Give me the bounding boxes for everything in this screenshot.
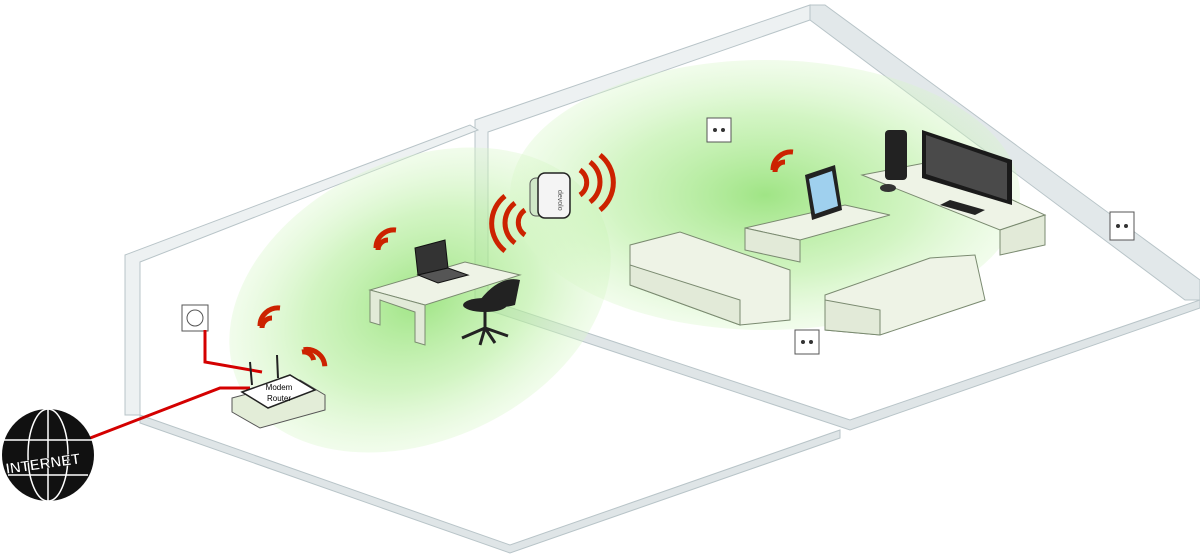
repeater-brand: devolo [556,190,563,211]
power-cable [203,330,263,374]
laptop-icon [414,239,470,284]
router-label: Modem [266,383,293,392]
sofa-icon [629,231,791,326]
internet-cable [84,386,250,442]
router-icon: Modem Router [231,354,326,429]
power-socket-icon [181,304,209,332]
wifi-signal-icon [489,153,616,253]
sofa-icon [824,254,986,336]
left-room-back-wall [124,124,480,416]
wifi-repeater-icon: devolo [529,172,571,219]
router-label-2: Router [267,394,291,403]
tablet-icon [805,165,842,220]
game-console-icon [880,130,907,192]
chair-icon [461,279,520,346]
globe-icon: INTERNET [2,408,94,502]
left-room [124,124,841,554]
power-socket-icon [794,329,820,355]
tv-stand-icon [860,161,1047,256]
power-socket-icon [1109,211,1135,241]
tv-icon [922,130,1012,215]
power-socket-icon [706,117,732,143]
left-room-floor-edge [139,414,841,554]
